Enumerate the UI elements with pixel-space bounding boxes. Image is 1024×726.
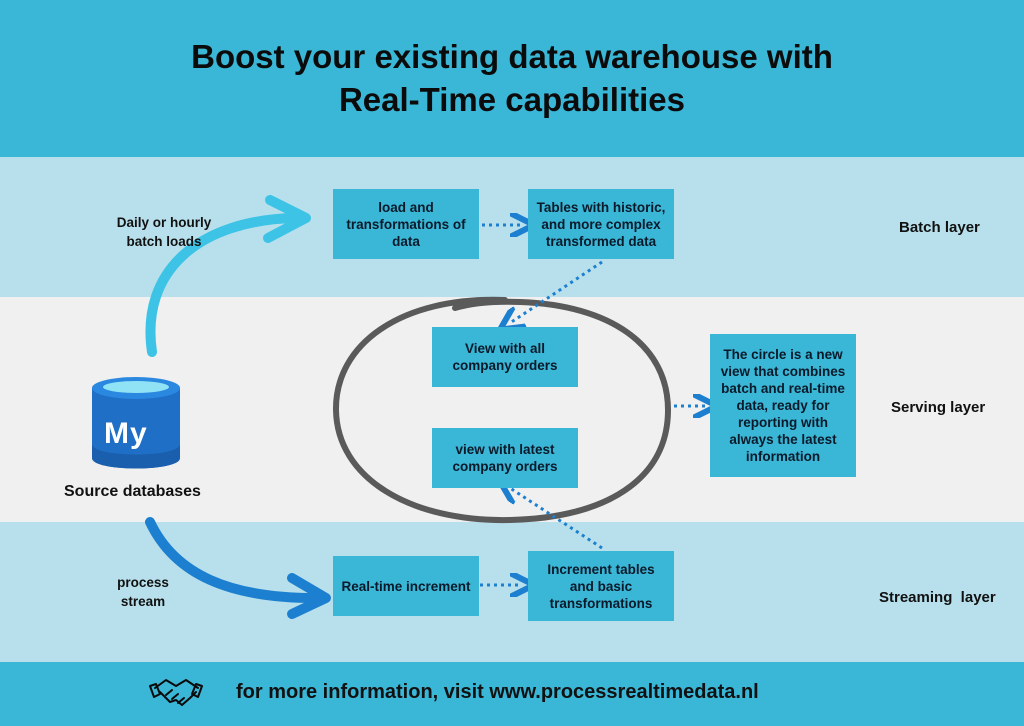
serving-layer-label: Serving layer [891,399,986,416]
serving-circle [332,296,672,524]
process-stream-label: process stream [117,575,169,609]
database-icon [92,377,180,469]
title-line-2: Real-Time capabilities [338,81,686,118]
increment-tables-box: Increment tables and basic transformatio… [528,551,674,621]
footer-band [0,662,1024,726]
circle-note-box: The circle is a new view that combines b… [710,334,856,477]
database-logo-text: My [104,417,148,450]
tables-to-view-connector [510,260,603,323]
historic-tables-box: Tables with historic, and more complex t… [528,189,674,259]
batch-loads-label: Daily or hourly batch loads [116,215,212,249]
realtime-increment-box: Real-time increment [333,556,479,616]
batch-load-arrow [145,195,311,357]
load-transformations-box: load and transformations of data [333,189,479,259]
source-databases-label: Source databases [64,483,201,500]
view-latest-orders-box: view with latest company orders [432,428,578,488]
view-all-orders-box: View with all company orders [432,327,578,387]
stream-arrow [145,517,331,619]
increment-to-view-connector [510,488,603,550]
streaming-layer-label: Streaming layer [879,589,996,606]
title-line-1: Boost your existing data warehouse with [191,38,833,75]
footer-link-text[interactable]: for more information, visit www.processr… [236,681,759,703]
header-band: Boost your existing data warehouse with … [0,0,1024,157]
batch-layer-label: Batch layer [899,219,980,236]
handshake-icon [149,679,203,706]
